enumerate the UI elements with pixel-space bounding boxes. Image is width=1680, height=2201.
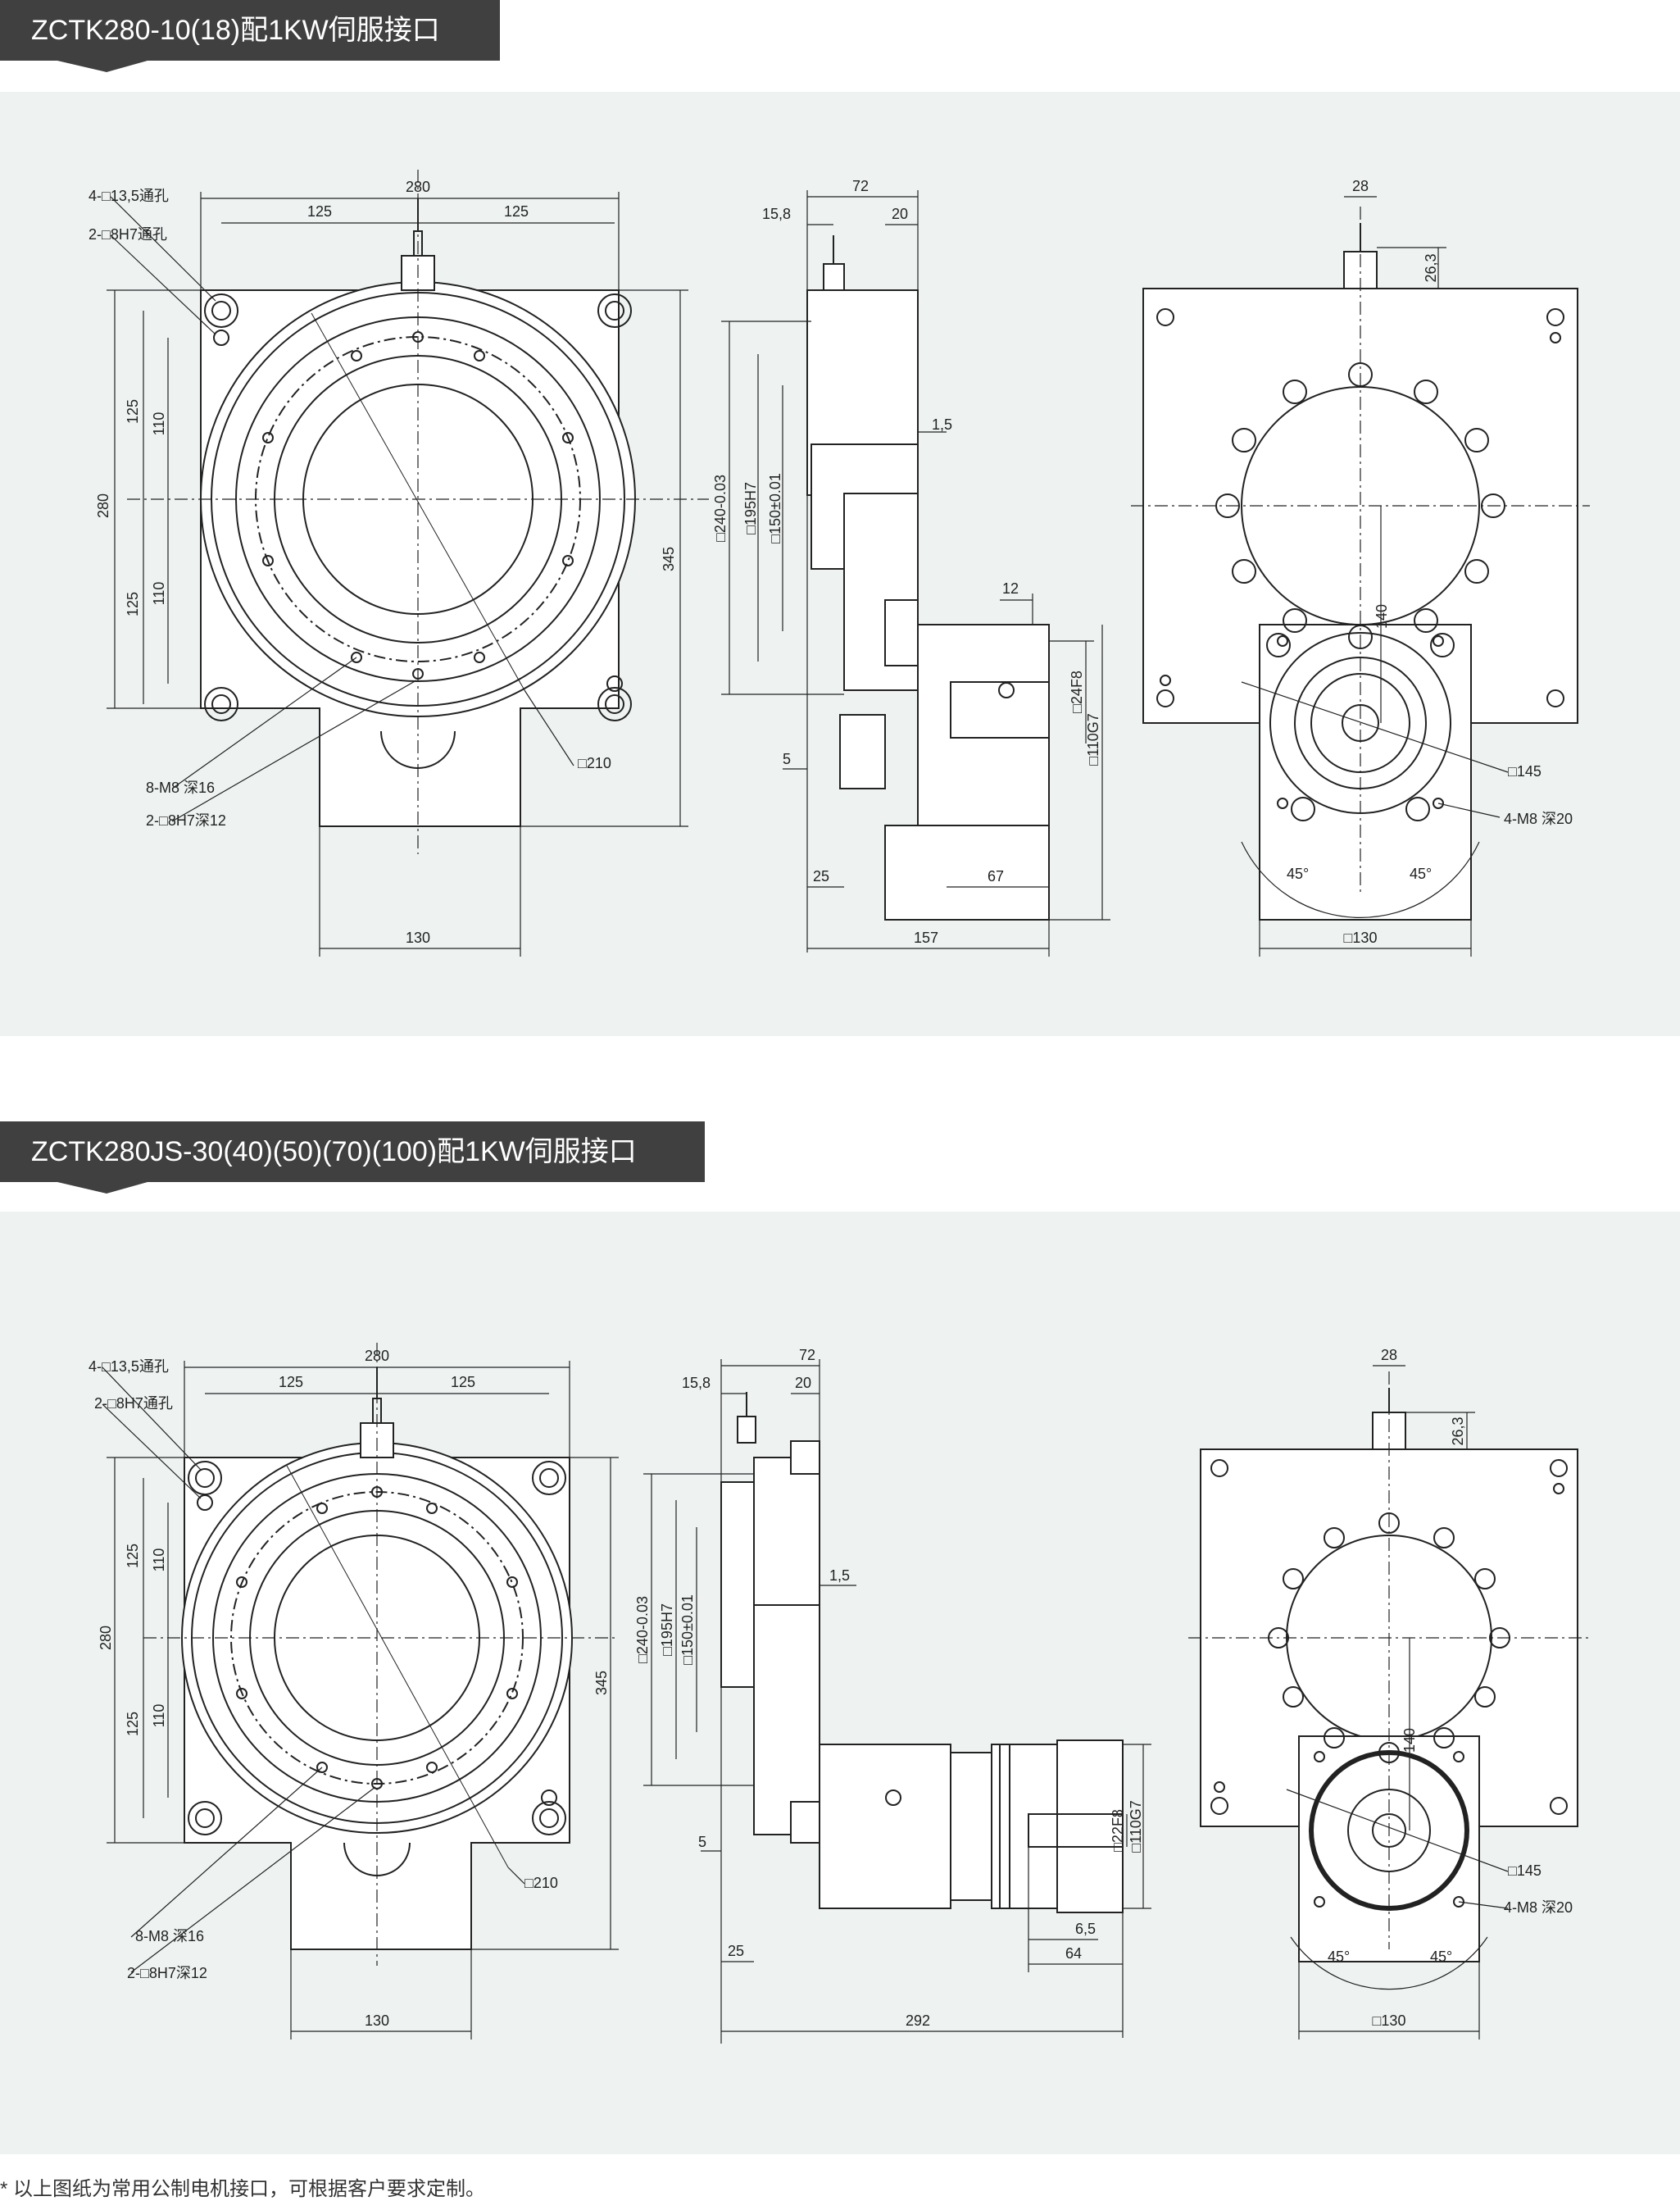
s1-dim-110g7: □110G7 xyxy=(1085,713,1101,766)
s2-label-pins: 2-□8H7通孔 xyxy=(94,1395,173,1412)
s2-label-210: □210 xyxy=(524,1875,558,1891)
s2-dim-72: 72 xyxy=(799,1347,815,1363)
s1-dim-72: 72 xyxy=(852,178,869,194)
s1-dim-15-8: 15,8 xyxy=(762,206,791,222)
s1-dim-125-a: 125 xyxy=(307,203,332,220)
s1-dim-5: 5 xyxy=(783,751,791,767)
s1-dim-125-b: 125 xyxy=(504,203,529,220)
s2-dim-15-8: 15,8 xyxy=(682,1375,711,1391)
s1-rear-dim-140: 140 xyxy=(1374,604,1390,629)
s1-rear-angle-b: 45° xyxy=(1410,866,1432,882)
section1-title: ZCTK280-10(18)配1KW伺服接口 xyxy=(31,15,440,46)
s1-dim-1-5: 1,5 xyxy=(932,416,952,433)
s2-dim-292: 292 xyxy=(906,2012,930,2029)
s1-dim-280-top: 280 xyxy=(406,179,430,195)
s2-dim-130: 130 xyxy=(365,2012,389,2029)
s2-dim-125-left-b: 125 xyxy=(125,1712,141,1736)
s1-front-dims xyxy=(107,170,709,957)
section1-drawing: 280 125 125 4-□13,5通孔 2-□8H7通孔 125 110 2… xyxy=(89,170,1590,957)
s1-dim-195: □195H7 xyxy=(742,482,759,534)
s1-dim-67: 67 xyxy=(988,868,1004,884)
s2-rear-dim-130: □130 xyxy=(1373,2012,1406,2029)
footnote: * 以上图纸为常用公制电机接口，可根据客户要求定制。 xyxy=(0,2178,486,2200)
s1-label-210: □210 xyxy=(578,755,611,771)
s1-dim-20: 20 xyxy=(892,206,908,222)
s1-dim-110-a: 110 xyxy=(151,412,167,436)
s2-side-view xyxy=(720,1392,1124,1913)
s1-dim-24f8: □24F8 xyxy=(1069,671,1085,713)
s2-rear-dim-140: 140 xyxy=(1401,1728,1418,1753)
s2-dim-110-b: 110 xyxy=(151,1704,167,1728)
s1-rear-dim-130: □130 xyxy=(1344,930,1378,946)
s2-dim-125-a: 125 xyxy=(279,1374,303,1390)
s2-dim-345: 345 xyxy=(593,1671,610,1695)
s1-rear-label-m8: 4-M8 深20 xyxy=(1504,811,1573,827)
s1-dim-280-left: 280 xyxy=(95,493,111,518)
s2-dim-125-b: 125 xyxy=(451,1374,475,1390)
s2-dim-25: 25 xyxy=(728,1943,744,1959)
s1-side-dims xyxy=(721,190,1110,957)
s1-dim-125-left-b: 125 xyxy=(125,592,141,616)
section2-drawing: 280 125 125 4-□13,5通孔 2-□8H7通孔 125 110 2… xyxy=(89,1343,1590,2044)
s2-rear-label-145: □145 xyxy=(1508,1862,1542,1879)
s2-dim-22f8: □22F8 xyxy=(1110,1809,1126,1852)
s2-dim-6-5: 6,5 xyxy=(1075,1921,1096,1937)
section1-drawing-panel: 280 125 125 4-□13,5通孔 2-□8H7通孔 125 110 2… xyxy=(0,92,1680,1036)
s2-dim-1-5: 1,5 xyxy=(829,1567,850,1584)
s1-dim-12: 12 xyxy=(1002,580,1019,597)
s2-dim-280-top: 280 xyxy=(365,1348,389,1364)
s2-label-holes: 4-□13,5通孔 xyxy=(89,1358,169,1375)
s1-rear-dim-28: 28 xyxy=(1352,178,1369,194)
s1-dim-130: 130 xyxy=(406,930,430,946)
s2-label-pin12: 2-□8H7深12 xyxy=(127,1965,207,1981)
section2-drawing-panel: 280 125 125 4-□13,5通孔 2-□8H7通孔 125 110 2… xyxy=(0,1212,1680,2154)
s1-dim-110-b: 110 xyxy=(151,582,167,606)
s2-dim-280-left: 280 xyxy=(98,1626,114,1650)
s1-dim-25: 25 xyxy=(813,868,829,884)
s2-dim-110g7: □110G7 xyxy=(1128,1800,1144,1853)
title-notch xyxy=(57,1182,148,1194)
s1-dim-240: □240-0.03 xyxy=(712,475,729,542)
s2-dim-150: □150±0.01 xyxy=(679,1594,696,1665)
s1-dim-125-left-a: 125 xyxy=(125,399,141,424)
s1-rear-dims xyxy=(1131,196,1590,957)
s1-dim-345: 345 xyxy=(661,547,677,571)
section2-title-bar: ZCTK280JS-30(40)(50)(70)(100)配1KW伺服接口 xyxy=(0,1121,705,1194)
s2-rear-dim-28: 28 xyxy=(1381,1347,1397,1363)
s1-rear-label-145: □145 xyxy=(1508,763,1542,780)
s2-dim-240: □240-0.03 xyxy=(634,1596,651,1663)
s2-front-dims xyxy=(102,1343,619,2040)
s1-dim-157: 157 xyxy=(914,930,938,946)
s1-dim-150: □150±0.01 xyxy=(767,473,783,543)
s1-side-view xyxy=(806,235,1050,921)
s2-label-m8: 8-M8 深16 xyxy=(135,1928,204,1944)
s1-rear-dim-26-3: 26,3 xyxy=(1423,253,1439,282)
title-notch xyxy=(57,61,148,72)
s2-rear-angle-a: 45° xyxy=(1328,1949,1350,1965)
s2-rear-dims xyxy=(1188,1365,1590,2040)
s2-dim-125-left-a: 125 xyxy=(125,1544,141,1568)
s1-label-pin12: 2-□8H7深12 xyxy=(146,812,226,829)
section2-title: ZCTK280JS-30(40)(50)(70)(100)配1KW伺服接口 xyxy=(31,1136,637,1167)
s1-label-holes: 4-□13,5通孔 xyxy=(89,188,169,204)
s2-side-dims xyxy=(643,1359,1151,2044)
s1-label-m8: 8-M8 深16 xyxy=(146,780,215,796)
s1-label-pins: 2-□8H7通孔 xyxy=(89,226,167,243)
s2-rear-label-m8: 4-M8 深20 xyxy=(1504,1899,1573,1916)
s2-rear-angle-b: 45° xyxy=(1430,1949,1452,1965)
s2-rear-dim-26-3: 26,3 xyxy=(1450,1417,1466,1445)
s1-rear-angle-a: 45° xyxy=(1287,866,1309,882)
s2-dim-110-a: 110 xyxy=(151,1548,167,1572)
s2-dim-195: □195H7 xyxy=(659,1603,675,1656)
s2-dim-20: 20 xyxy=(795,1375,811,1391)
section1-title-bar: ZCTK280-10(18)配1KW伺服接口 xyxy=(0,0,500,72)
s2-dim-5: 5 xyxy=(698,1834,706,1850)
s2-dim-64: 64 xyxy=(1065,1945,1082,1962)
